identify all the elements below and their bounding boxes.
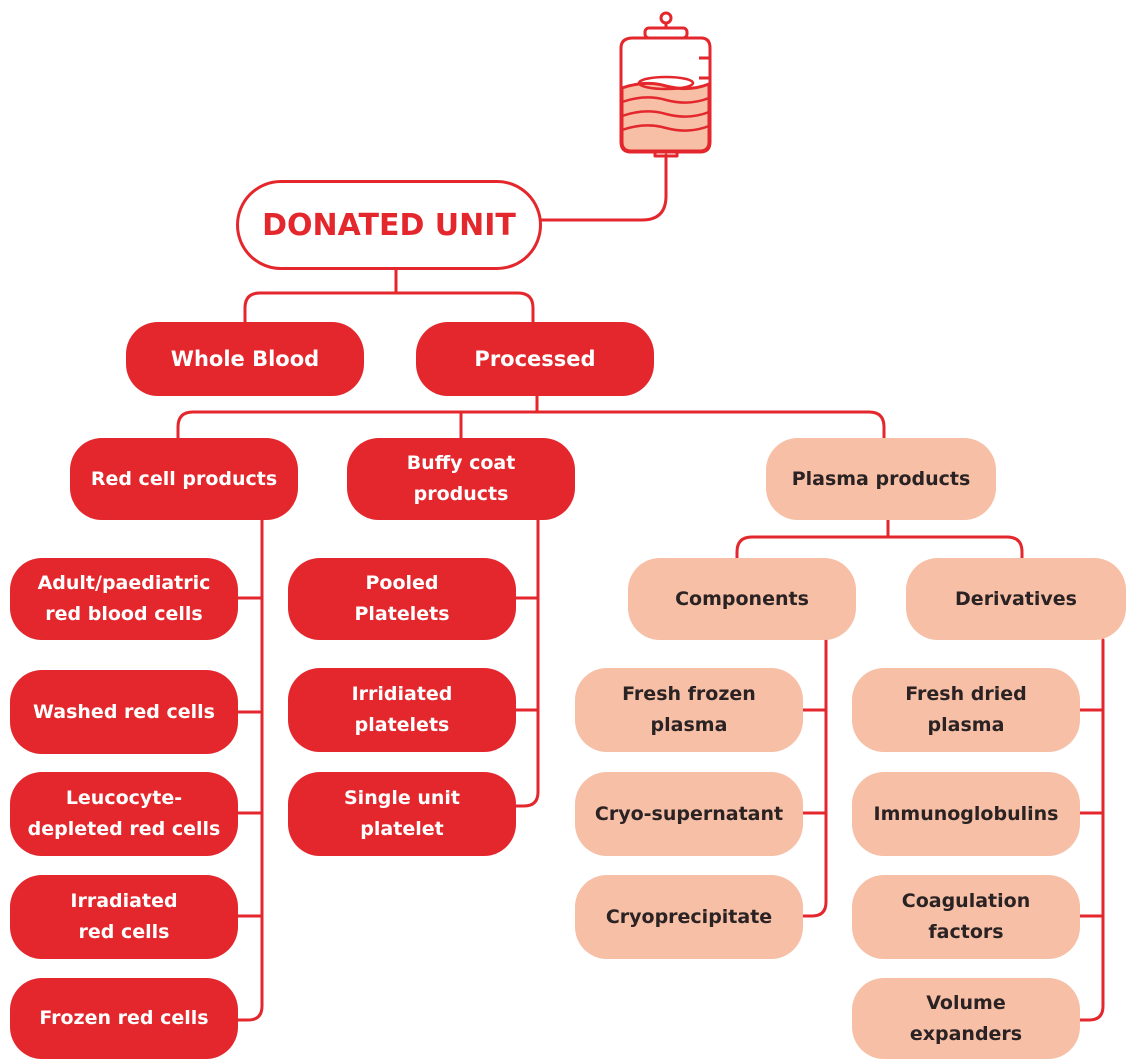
leaf-immunoglobulins: Immunoglobulins bbox=[852, 772, 1080, 856]
node-plasma-products: Plasma products bbox=[766, 438, 996, 520]
node-red-cell-products: Red cell products bbox=[70, 438, 298, 520]
leaf-irradiated-red-cells: Irradiated red cells bbox=[10, 875, 238, 959]
leaf-frozen-red-cells: Frozen red cells bbox=[10, 978, 238, 1059]
leaf-irridiated-platelets: Irridiated platelets bbox=[288, 668, 516, 752]
leaf-cryoprecipitate: Cryoprecipitate bbox=[575, 875, 803, 959]
node-whole-blood: Whole Blood bbox=[126, 322, 364, 396]
leaf-leucocyte-depleted-red-cells: Leucocyte- depleted red cells bbox=[10, 772, 238, 856]
leaf-volume-expanders: Volume expanders bbox=[852, 978, 1080, 1059]
leaf-washed-red-cells: Washed red cells bbox=[10, 670, 238, 754]
node-derivatives: Derivatives bbox=[906, 558, 1126, 640]
root-donated-unit: DONATED UNIT bbox=[236, 180, 542, 270]
leaf-coagulation-factors: Coagulation factors bbox=[852, 875, 1080, 959]
leaf-adult-paediatric-red-blood-cells: Adult/paediatric red blood cells bbox=[10, 558, 238, 640]
node-processed: Processed bbox=[416, 322, 654, 396]
blood-bag-icon bbox=[619, 11, 712, 158]
leaf-single-unit-platelet: Single unit platelet bbox=[288, 772, 516, 856]
leaf-fresh-dried-plasma: Fresh dried plasma bbox=[852, 668, 1080, 752]
leaf-fresh-frozen-plasma: Fresh frozen plasma bbox=[575, 668, 803, 752]
node-buffy-coat-products: Buffy coat products bbox=[347, 438, 575, 520]
leaf-cryo-supernatant: Cryo-supernatant bbox=[575, 772, 803, 856]
leaf-pooled-platelets: Pooled Platelets bbox=[288, 558, 516, 640]
node-components: Components bbox=[628, 558, 856, 640]
